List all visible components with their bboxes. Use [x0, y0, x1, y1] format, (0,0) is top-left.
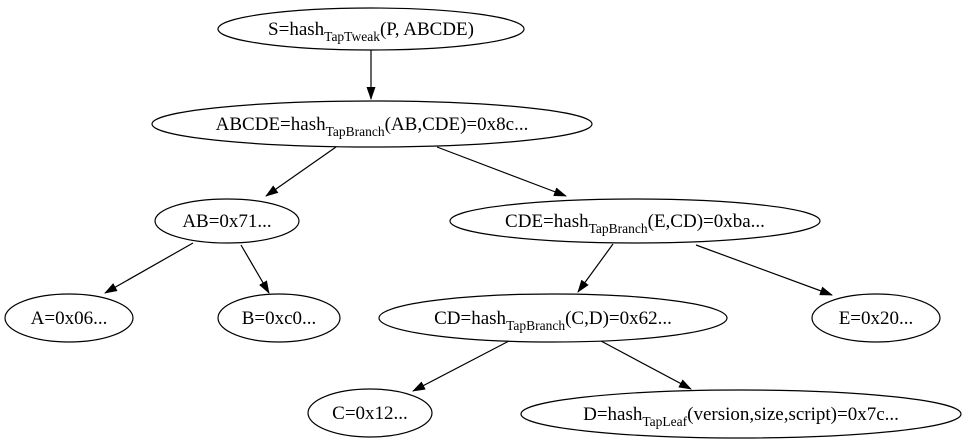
edge-CDE-E [695, 244, 833, 296]
node-D-ellipse [520, 389, 962, 439]
node-CDE-ellipse [449, 198, 821, 244]
edge-AB-B [240, 244, 270, 294]
node-ABCDE: ABCDE=hashTapBranch(AB,CDE)=0x8c... [151, 100, 593, 148]
node-D-label: D=hashTapLeaf(version,size,script)=0x7c.… [583, 404, 899, 429]
edge-CDE-CD [577, 243, 614, 293]
node-S-label: S=hashTapTweak(P, ABCDE) [268, 19, 474, 44]
node-CD-label: CD=hashTapBranch(C,D)=0x62... [434, 308, 672, 333]
node-E-ellipse [811, 293, 941, 343]
node-A-label: A=0x06... [31, 308, 108, 329]
node-CD: CD=hashTapBranch(C,D)=0x62... [378, 293, 728, 343]
edge-CD-D [600, 340, 692, 390]
node-S: S=hashTapTweak(P, ABCDE) [217, 7, 525, 51]
edges [104, 50, 833, 392]
node-B-label: B=0xc0... [242, 308, 317, 329]
node-C-label: C=0x12... [332, 403, 408, 424]
node-CD-ellipse [378, 293, 728, 343]
node-ABCDE-label: ABCDE=hashTapBranch(AB,CDE)=0x8c... [216, 114, 529, 139]
edge-ABCDE-CDE [436, 146, 567, 197]
node-AB: AB=0x71... [154, 198, 300, 244]
node-A: A=0x06... [4, 293, 134, 343]
node-S-ellipse [217, 7, 525, 51]
node-CDE: CDE=hashTapBranch(E,CD)=0xba... [449, 198, 821, 244]
node-A-ellipse [4, 293, 134, 343]
node-B: B=0xc0... [217, 293, 341, 343]
node-B-ellipse [217, 293, 341, 343]
edge-CD-C [412, 340, 510, 392]
node-E-label: E=0x20... [839, 308, 914, 329]
node-AB-ellipse [154, 198, 300, 244]
node-E: E=0x20... [811, 293, 941, 343]
edge-ABCDE-AB [265, 146, 337, 197]
node-D: D=hashTapLeaf(version,size,script)=0x7c.… [520, 389, 962, 439]
node-AB-label: AB=0x71... [182, 211, 271, 232]
node-CDE-label: CDE=hashTapBranch(E,CD)=0xba... [505, 211, 765, 236]
node-C: C=0x12... [307, 388, 433, 438]
node-ABCDE-ellipse [151, 100, 593, 148]
edge-AB-A [104, 242, 194, 294]
node-C-ellipse [307, 388, 433, 438]
